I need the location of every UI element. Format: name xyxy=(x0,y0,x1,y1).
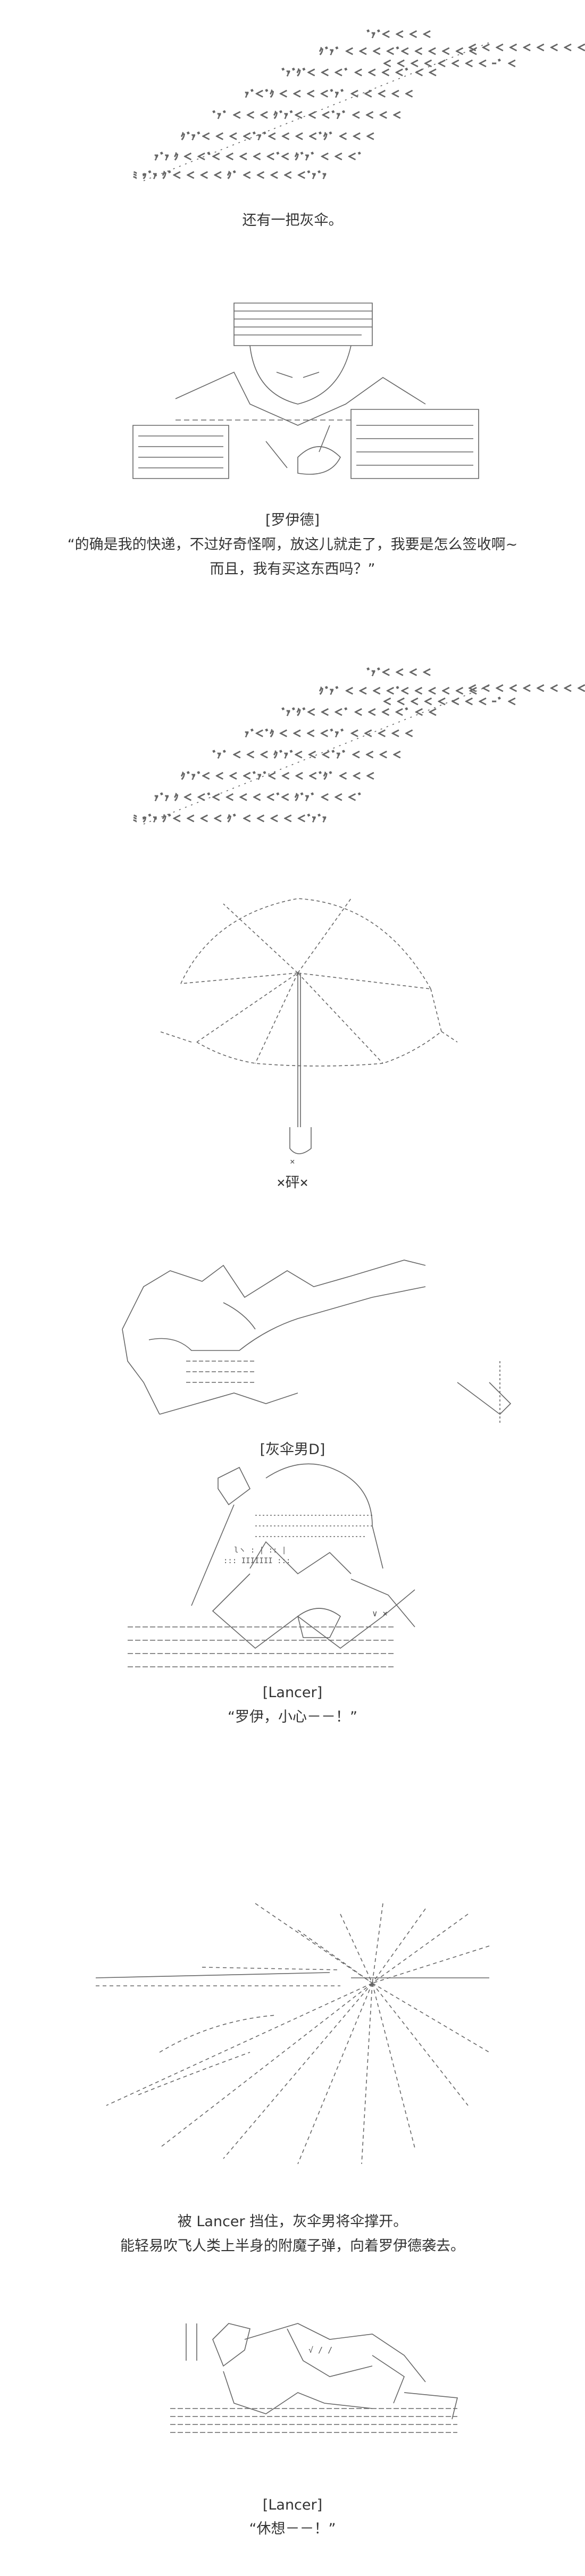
bullet-burst-art xyxy=(95,1903,490,2164)
caption-one-more-umbrella: 还有一把灰伞。 xyxy=(242,212,343,229)
speaker-label-lancer: [Lancer] xyxy=(262,1684,323,1701)
svg-text:ﾞｧ ﾞ ＜ ＜ ＜ ｸ ﾞｧ ﾞ＜ ＜ ＜ ﾞｧ ﾞ ＜: ﾞｧ ﾞ ＜ ＜ ＜ ｸ ﾞｧ ﾞ＜ ＜ ＜ ﾞｧ ﾞ ＜ ＜ ＜ ＜ xyxy=(213,110,401,120)
dialogue-royd-line-2: 而且，我有买这东西吗？” xyxy=(210,561,375,577)
royd-desk-art xyxy=(132,303,479,479)
svg-text:ﾞｧ ﾞ ＜ ＜ ＜ ｸ ﾞｧ ﾞ＜ ＜ ＜ ﾞｧ ﾞ ＜: ﾞｧ ﾞ ＜ ＜ ＜ ｸ ﾞｧ ﾞ＜ ＜ ＜ ﾞｧ ﾞ ＜ ＜ ＜ ＜ xyxy=(213,750,401,760)
svg-text:＜ ＜ ＜ ＜ ＜ ＜ ＜ ＜ ＜ ＜: ＜ ＜ ＜ ＜ ＜ ＜ ＜ ＜ ＜ ＜ xyxy=(468,43,585,53)
svg-text:ﾐ ｯ ﾞｧ ｸ ﾞ＜ ＜ ＜ ＜ ｸ ﾞ ＜ ＜ ＜ ＜: ﾐ ｯ ﾞｧ ｸ ﾞ＜ ＜ ＜ ＜ ｸ ﾞ ＜ ＜ ＜ ＜ ＜ ﾞｧ ﾞｧ xyxy=(133,813,327,824)
svg-text:＜ ＜ ＜ ＜ ＜ ＜ ＜ ＜ ｰ ﾞ ＜: ＜ ＜ ＜ ＜ ＜ ＜ ＜ ＜ ｰ ﾞ ＜ xyxy=(383,58,516,69)
svg-text:√ / /: √ / / xyxy=(308,2345,332,2355)
umbrella-streak-art-2: ﾐ ｯ ﾞｧ ｸ ﾞ＜ ＜ ＜ ＜ ｸ ﾞ ＜ ＜ ＜ ＜ ＜ ﾞｧ ﾞｧ ｧ … xyxy=(132,667,585,825)
svg-text:ﾞｧ ﾞ＜ ＜ ＜ ＜: ﾞｧ ﾞ＜ ＜ ＜ ＜ xyxy=(367,29,431,39)
lancer-block-art: √ / / xyxy=(170,2323,458,2433)
svg-text:ｸ ﾞｧ ﾞ＜ ＜ ＜ ＜ ﾞｧ ﾞ＜ ＜ ＜ ＜ ﾞｸ ﾞ: ｸ ﾞｧ ﾞ＜ ＜ ＜ ＜ ﾞｧ ﾞ＜ ＜ ＜ ＜ ﾞｸ ﾞ ＜ ＜ ＜ xyxy=(181,131,374,141)
svg-text:ｧ ﾞｧ ｸ ＜ ＜ ﾞ＜ ＜ ＜ ＜ ＜ ﾞ＜ ｸ ﾞｧ: ｧ ﾞｧ ｸ ＜ ＜ ﾞ＜ ＜ ＜ ＜ ＜ ﾞ＜ ｸ ﾞｧ ﾞ ＜ ＜ ＜ ﾞ xyxy=(154,792,362,802)
open-umbrella-art: × xyxy=(159,898,458,1167)
speaker-label-grey-umbrella-man: [灰伞男D] xyxy=(260,1441,325,1458)
svg-text:lヽ : | :: |: lヽ : | :: | xyxy=(234,1546,286,1555)
narration-enchanted-bullets: 能轻易吹飞人类上半身的附魔子弹，向着罗伊德袭去。 xyxy=(120,2238,465,2254)
svg-text:ｸ ﾞｧ ﾞ＜ ＜ ＜ ＜ ﾞｧ ﾞ＜ ＜ ＜ ＜ ﾞｸ ﾞ: ｸ ﾞｧ ﾞ＜ ＜ ＜ ＜ ﾞｧ ﾞ＜ ＜ ＜ ＜ ﾞｸ ﾞ ＜ ＜ ＜ xyxy=(181,771,374,781)
speaker-label-royd: [罗伊德] xyxy=(265,512,320,528)
speaker-label-lancer-2: [Lancer] xyxy=(262,2497,323,2513)
lancer-art: ∨ × ::: IIIIIII ::: lヽ : | :: | xyxy=(128,1463,415,1667)
narration-umbrella-opened: 被 Lancer 挡住，灰伞男将伞撑开。 xyxy=(177,2213,408,2230)
svg-text:∨ ×: ∨ × xyxy=(372,1608,388,1618)
umbrella-streak-art-1: ﾐ ｯ ﾞｧ ｸ ﾞ＜ ＜ ＜ ＜ ｸ ﾞ ＜ ＜ ＜ ＜ ＜ ﾞｧ ﾞｧ ｧ … xyxy=(132,29,585,181)
svg-text:×: × xyxy=(290,1156,295,1167)
svg-text:ﾞｧ ﾞ＜ ＜ ＜ ＜: ﾞｧ ﾞ＜ ＜ ＜ ＜ xyxy=(367,667,431,677)
dialogue-royd-line-1: “的确是我的快递，不过好奇怪啊，放这儿就走了，我要是怎么签收啊~ xyxy=(67,536,518,553)
svg-text:＜ ＜ ＜ ＜ ＜ ＜ ＜ ＜ ＜ ＜: ＜ ＜ ＜ ＜ ＜ ＜ ＜ ＜ ＜ ＜ xyxy=(468,683,585,693)
svg-text:ｸ ﾞｧ ﾞ ＜ ＜ ＜ ＜ ﾞ＜ ＜ ＜ ＜ ＜ ＜: ｸ ﾞｧ ﾞ ＜ ＜ ＜ ＜ ﾞ＜ ＜ ＜ ＜ ＜ ＜ xyxy=(319,686,477,696)
svg-text:ﾐ ｯ ﾞｧ ｸ ﾞ＜ ＜ ＜ ＜ ｸ ﾞ ＜ ＜ ＜ ＜: ﾐ ｯ ﾞｧ ｸ ﾞ＜ ＜ ＜ ＜ ｸ ﾞ ＜ ＜ ＜ ＜ ＜ ﾞｧ ﾞｧ xyxy=(133,170,327,180)
dialogue-lancer-warning: “罗伊，小心－－！” xyxy=(228,1709,357,1725)
svg-text:ｧ ﾞｧ ｸ ＜ ＜ ﾞ＜ ＜ ＜ ＜ ＜ ﾞ＜ ｸ ﾞｧ: ｧ ﾞｧ ｸ ＜ ＜ ﾞ＜ ＜ ＜ ＜ ＜ ﾞ＜ ｸ ﾞｧ ﾞ ＜ ＜ ＜ ﾞ xyxy=(154,152,362,162)
svg-text:ｧ ﾞ＜ ﾞｸ ＜ ＜ ＜ ＜ ﾞｧ ﾞ ＜ ＜ ＜ ＜ ＜: ｧ ﾞ＜ ﾞｸ ＜ ＜ ＜ ＜ ﾞｧ ﾞ ＜ ＜ ＜ ＜ ＜ xyxy=(245,89,413,99)
sound-effect-bang: ×砰× xyxy=(277,1174,308,1191)
svg-text:::: IIIIIII :::: ::: IIIIIII ::: xyxy=(223,1557,290,1565)
grey-umbrella-man-art xyxy=(122,1260,512,1425)
svg-text:ﾞｧ ﾞｸ ﾞ＜ ＜ ＜ ﾞ ＜ ＜ ＜ ＜ ﾞ ＜ ＜: ﾞｧ ﾞｸ ﾞ＜ ＜ ＜ ﾞ ＜ ＜ ＜ ＜ ﾞ ＜ ＜ xyxy=(282,707,437,717)
dialogue-lancer-refusal: “休想－－！” xyxy=(249,2521,336,2537)
svg-text:＜ ＜ ＜ ＜ ＜ ＜ ＜ ＜ ｰ ﾞ ＜: ＜ ＜ ＜ ＜ ＜ ＜ ＜ ＜ ｰ ﾞ ＜ xyxy=(383,697,516,707)
svg-text:ｸ ﾞｧ ﾞ ＜ ＜ ＜ ＜ ﾞ＜ ＜ ＜ ＜ ＜ ＜: ｸ ﾞｧ ﾞ ＜ ＜ ＜ ＜ ﾞ＜ ＜ ＜ ＜ ＜ ＜ xyxy=(319,46,477,56)
svg-text:ﾞｧ ﾞｸ ﾞ＜ ＜ ＜ ﾞ ＜ ＜ ＜ ＜ ﾞ ＜ ＜: ﾞｧ ﾞｸ ﾞ＜ ＜ ＜ ﾞ ＜ ＜ ＜ ＜ ﾞ ＜ ＜ xyxy=(282,68,437,78)
svg-text:ｧ ﾞ＜ ﾞｸ ＜ ＜ ＜ ＜ ﾞｧ ﾞ ＜ ＜ ＜ ＜ ＜: ｧ ﾞ＜ ﾞｸ ＜ ＜ ＜ ＜ ﾞｧ ﾞ ＜ ＜ ＜ ＜ ＜ xyxy=(245,728,413,739)
